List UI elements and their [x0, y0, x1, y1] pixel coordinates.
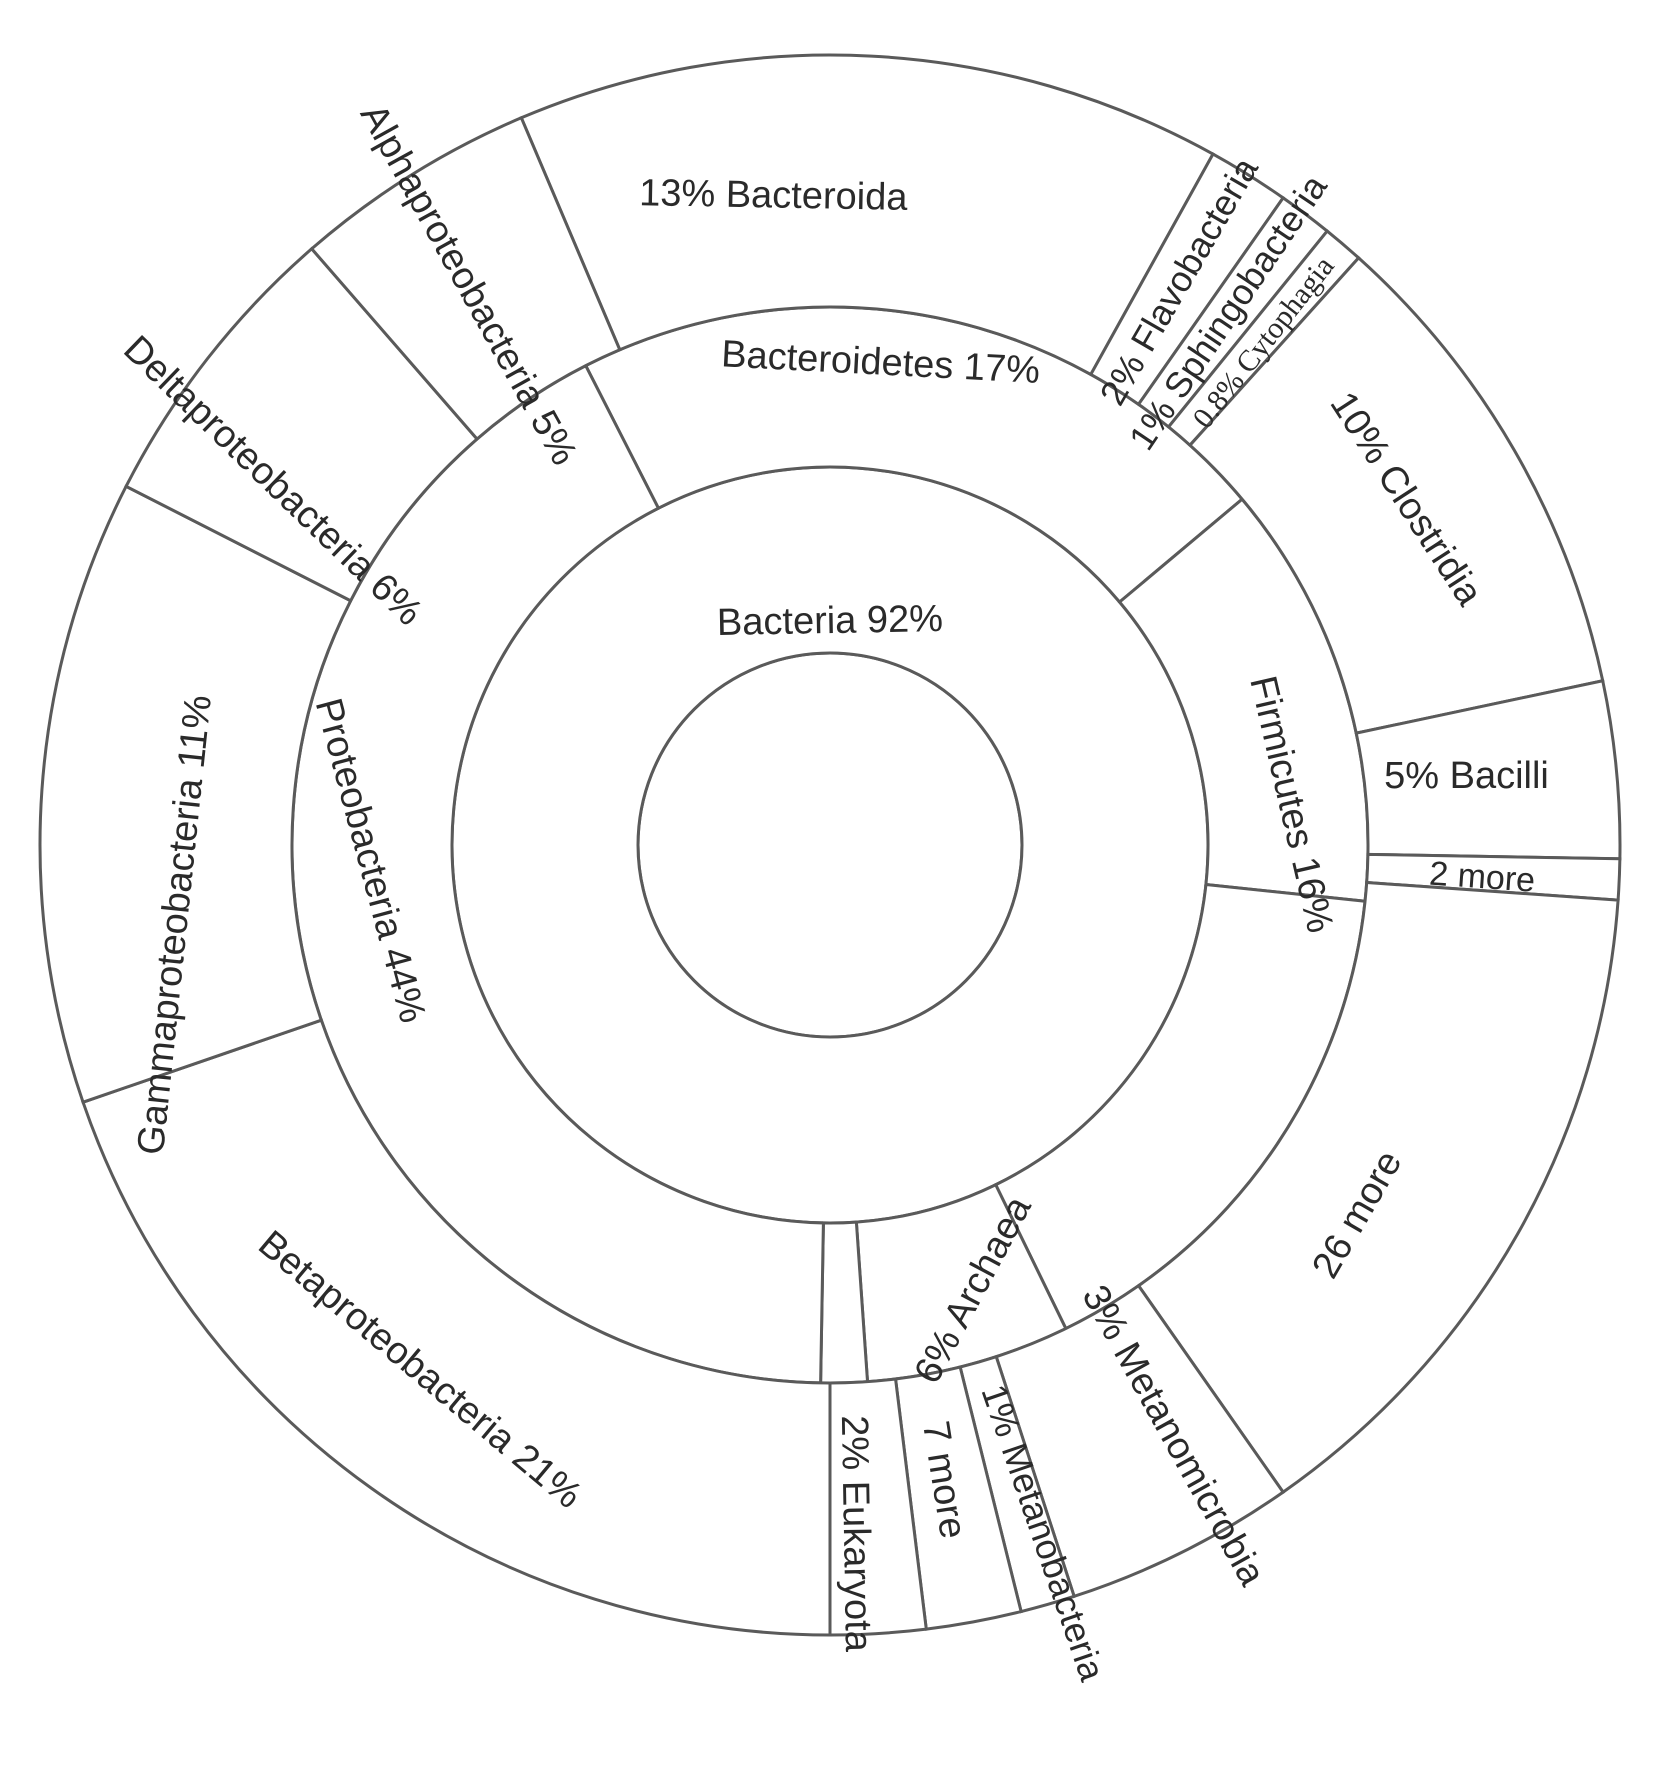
label-bacteroida: 13% Bacteroida	[639, 172, 909, 219]
label-bacilli: 5% Bacilli	[1384, 755, 1549, 797]
segment-ring3-betaproteobacteria[interactable]	[81, 1018, 832, 1637]
segment-ring3-bacteroida[interactable]	[519, 53, 1216, 377]
segment-ring3-gammaproteobacteria[interactable]	[38, 484, 353, 1105]
label-2-more: 2 more	[1428, 855, 1536, 900]
segment-ring3-26-more[interactable]	[1136, 880, 1620, 1495]
label-eukaryota: 2% Eukaryota	[833, 1415, 879, 1653]
segment-ring3-alphaproteobacteria[interactable]	[309, 115, 622, 442]
center-circle	[636, 651, 1024, 1039]
label-bacteria: Bacteria 92%	[717, 598, 944, 644]
segments-layer	[38, 53, 1622, 1637]
